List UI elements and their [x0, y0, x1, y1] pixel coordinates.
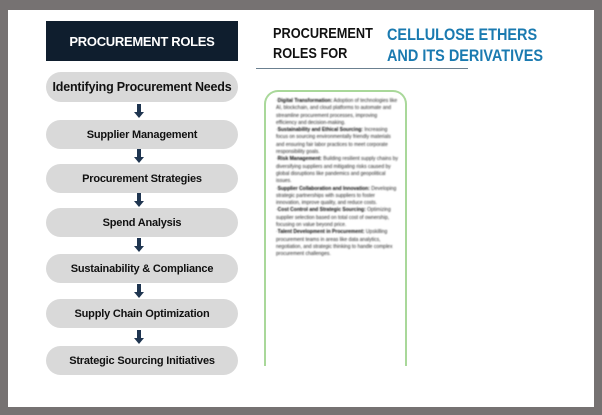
- trend-heading: Risk Management:: [277, 156, 322, 163]
- trends-text: ·Digital Transformation: Adoption of tec…: [276, 98, 398, 259]
- trends-panel: [264, 90, 407, 366]
- trend-heading: Digital Transformation:: [277, 98, 333, 104]
- arrow-down-icon: [134, 193, 144, 207]
- trend-text: Adoption of technologies like AI, blockc…: [276, 98, 398, 126]
- step-pill: Spend Analysis: [46, 208, 238, 237]
- title-underline: [256, 68, 468, 69]
- trend-heading: Supplier Collaboration and Innovation:: [277, 185, 370, 192]
- trend-text: Optimizing supplier selection based on t…: [276, 207, 391, 229]
- trend-text: Developing strategic partnerships with s…: [276, 185, 397, 207]
- arrow-down-icon: [134, 104, 144, 118]
- trend-item: ·Digital Transformation: Adoption of tec…: [276, 98, 398, 126]
- trend-item: ·Risk Management: Building resilient sup…: [276, 156, 399, 185]
- step-pill: Identifying Procurement Needs: [46, 72, 238, 102]
- trend-heading: Cost Control and Strategic Sourcing:: [277, 207, 366, 214]
- trend-item: ·Talent Development in Procurement: Upsk…: [276, 229, 393, 258]
- step-pill: Strategic Sourcing Initiatives: [46, 346, 238, 375]
- arrow-down-icon: [134, 284, 144, 298]
- arrow-down-icon: [134, 238, 144, 252]
- trend-item: ·Cost Control and Strategic Sourcing: Op…: [276, 207, 391, 229]
- arrow-down-icon: [134, 330, 144, 344]
- arrow-down-icon: [134, 149, 144, 163]
- step-pill: Procurement Strategies: [46, 164, 238, 193]
- trend-text: Increasing focus on sourcing environment…: [276, 127, 391, 156]
- title-part1: PROCUREMENT ROLES FOR: [273, 25, 373, 62]
- trend-heading: Talent Development in Procurement:: [277, 229, 365, 236]
- trend-heading: Sustainability and Ethical Sourcing:: [277, 127, 363, 134]
- procurement-roles-header: PROCUREMENT ROLES: [46, 21, 238, 61]
- step-pill: Supplier Management: [46, 120, 238, 149]
- trend-text: Building resilient supply chains by dive…: [276, 156, 399, 185]
- step-pill: Sustainability & Compliance: [46, 254, 238, 283]
- title-part2: CELLULOSE ETHERS AND ITS DERIVATIVES: [387, 25, 544, 65]
- step-pill: Supply Chain Optimization: [46, 299, 238, 328]
- trend-item: ·Sustainability and Ethical Sourcing: In…: [276, 127, 391, 156]
- trend-item: ·Supplier Collaboration and Innovation: …: [276, 185, 397, 207]
- trend-text: Upskilling procurement teams in areas li…: [276, 229, 393, 258]
